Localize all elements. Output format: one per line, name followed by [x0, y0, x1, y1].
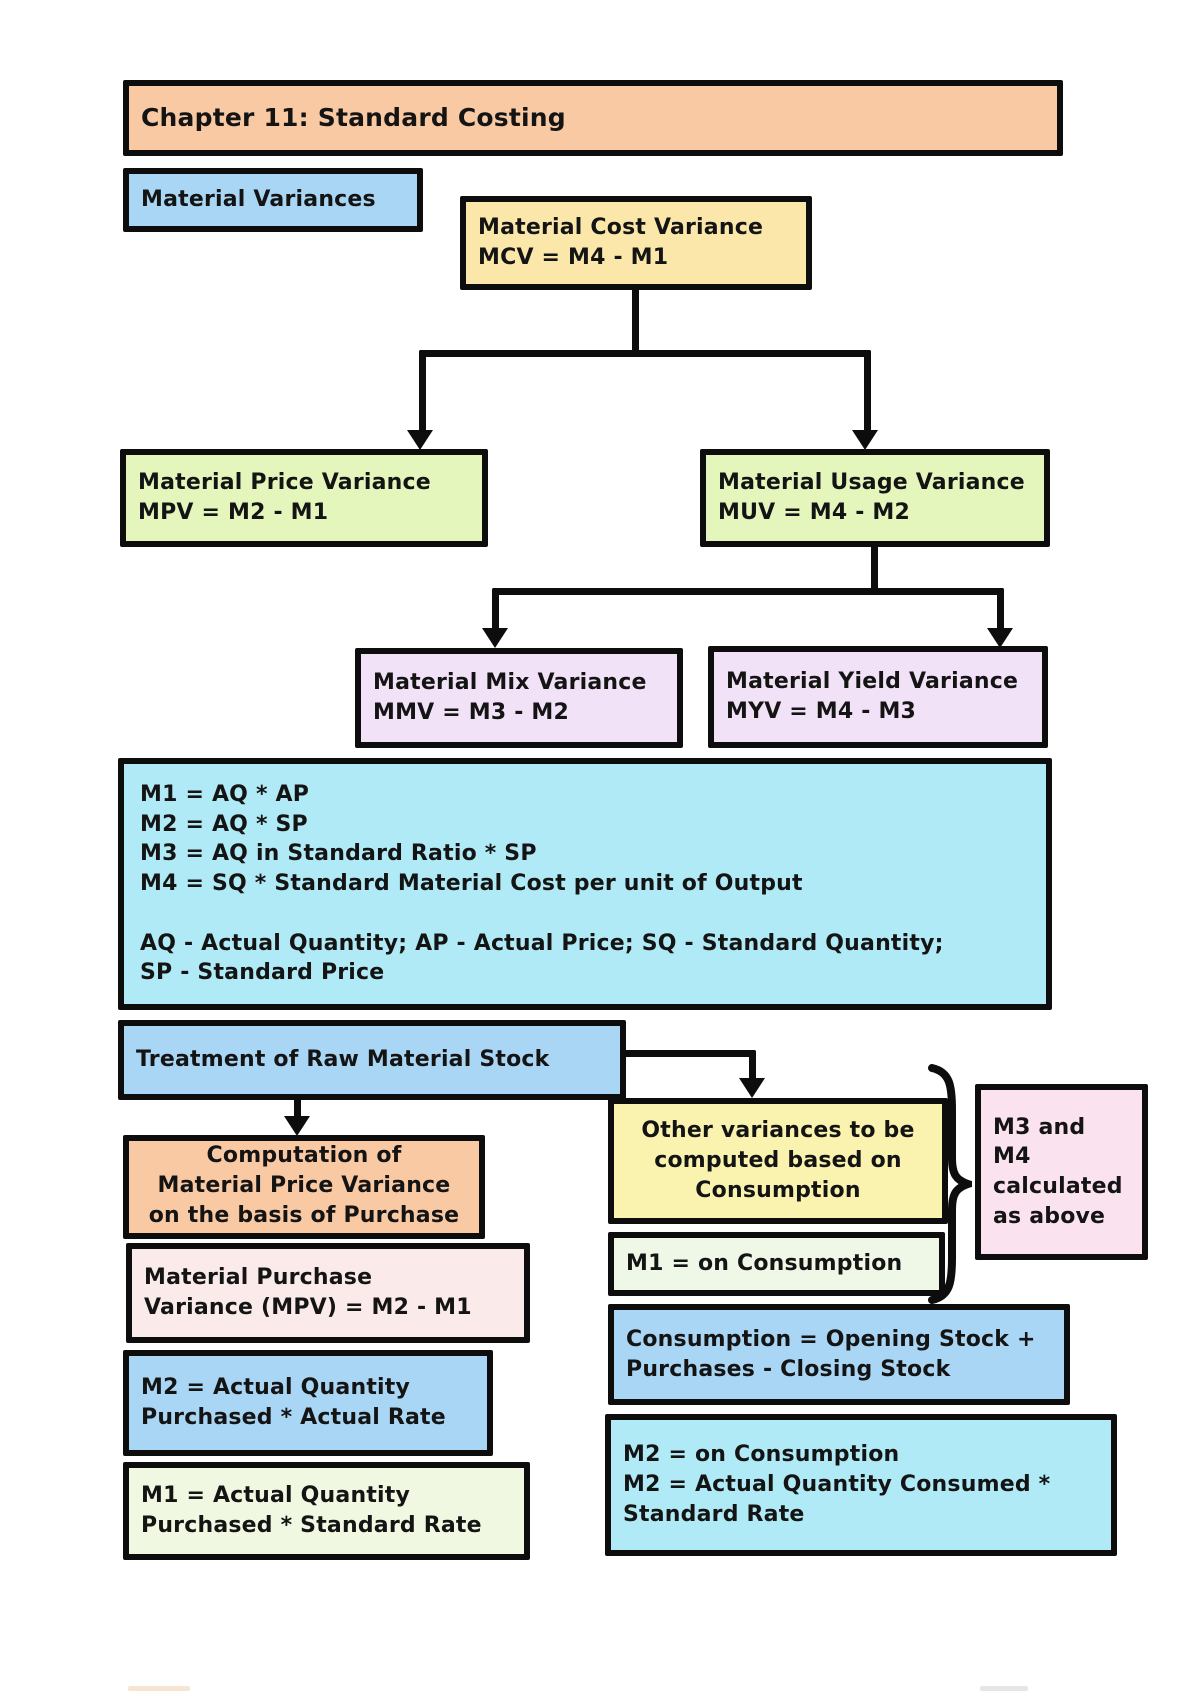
- m1-purchased-node: M1 = Actual Quantity Purchased * Standar…: [123, 1462, 530, 1560]
- connector-muv-left-drop: [492, 588, 499, 632]
- consumption-formula-node: Consumption = Opening Stock + Purchases …: [608, 1304, 1070, 1405]
- connector-muv-stem: [871, 545, 878, 595]
- chapter-title: Chapter 11: Standard Costing: [141, 103, 566, 133]
- connector-muv-bar: [492, 588, 1004, 595]
- arrowhead-to-mmv-icon: [482, 628, 508, 648]
- material-yield-variance-node: Material Yield Variance MYV = M4 - M3: [708, 646, 1048, 748]
- connector-mcv-bar: [419, 350, 871, 357]
- material-purchase-variance-node: Material Purchase Variance (MPV) = M2 - …: [126, 1243, 530, 1343]
- arrowhead-to-muv-icon: [852, 430, 878, 450]
- treatment-raw-material-stock-node: Treatment of Raw Material Stock: [118, 1020, 626, 1100]
- material-variances-node: Material Variances: [123, 168, 423, 232]
- connector-treatment-down: [294, 1098, 301, 1120]
- m2-purchased-node: M2 = Actual Quantity Purchased * Actual …: [123, 1350, 493, 1456]
- arrowhead-to-myv-icon: [987, 628, 1013, 648]
- material-cost-variance-node: Material Cost Variance MCV = M4 - M1: [460, 196, 812, 290]
- curly-brace-icon: [928, 1064, 972, 1304]
- m2-on-consumption-node: M2 = on Consumption M2 = Actual Quantity…: [605, 1414, 1117, 1556]
- m3-m4-note-node: M3 and M4 calculated as above: [975, 1084, 1148, 1260]
- computation-purchase-node: Computation of Material Price Variance o…: [123, 1135, 485, 1239]
- arrowhead-to-other-variances-icon: [739, 1078, 765, 1098]
- page-bottom-remnant: [980, 1686, 1028, 1691]
- connector-mcv-stem: [632, 288, 639, 356]
- material-price-variance-node: Material Price Variance MPV = M2 - M1: [120, 449, 488, 547]
- other-variances-node: Other variances to be computed based on …: [608, 1098, 948, 1224]
- m1-on-consumption-node: M1 = on Consumption: [608, 1232, 945, 1296]
- page-bottom-remnant: [128, 1686, 190, 1691]
- arrowhead-to-mpv-icon: [407, 430, 433, 450]
- material-usage-variance-node: Material Usage Variance MUV = M4 - M2: [700, 449, 1050, 547]
- material-mix-variance-node: Material Mix Variance MMV = M3 - M2: [355, 648, 683, 748]
- formula-legend-box: M1 = AQ * AP M2 = AQ * SP M3 = AQ in Sta…: [118, 758, 1052, 1010]
- connector-muv-right-drop: [997, 588, 1004, 632]
- arrowhead-to-computation-icon: [284, 1116, 310, 1136]
- connector-treatment-right: [620, 1050, 756, 1057]
- connector-treatment-right-drop: [749, 1050, 756, 1082]
- connector-mcv-right-drop: [864, 350, 871, 432]
- connector-mcv-left-drop: [419, 350, 426, 432]
- chapter-title-box: Chapter 11: Standard Costing: [123, 80, 1063, 156]
